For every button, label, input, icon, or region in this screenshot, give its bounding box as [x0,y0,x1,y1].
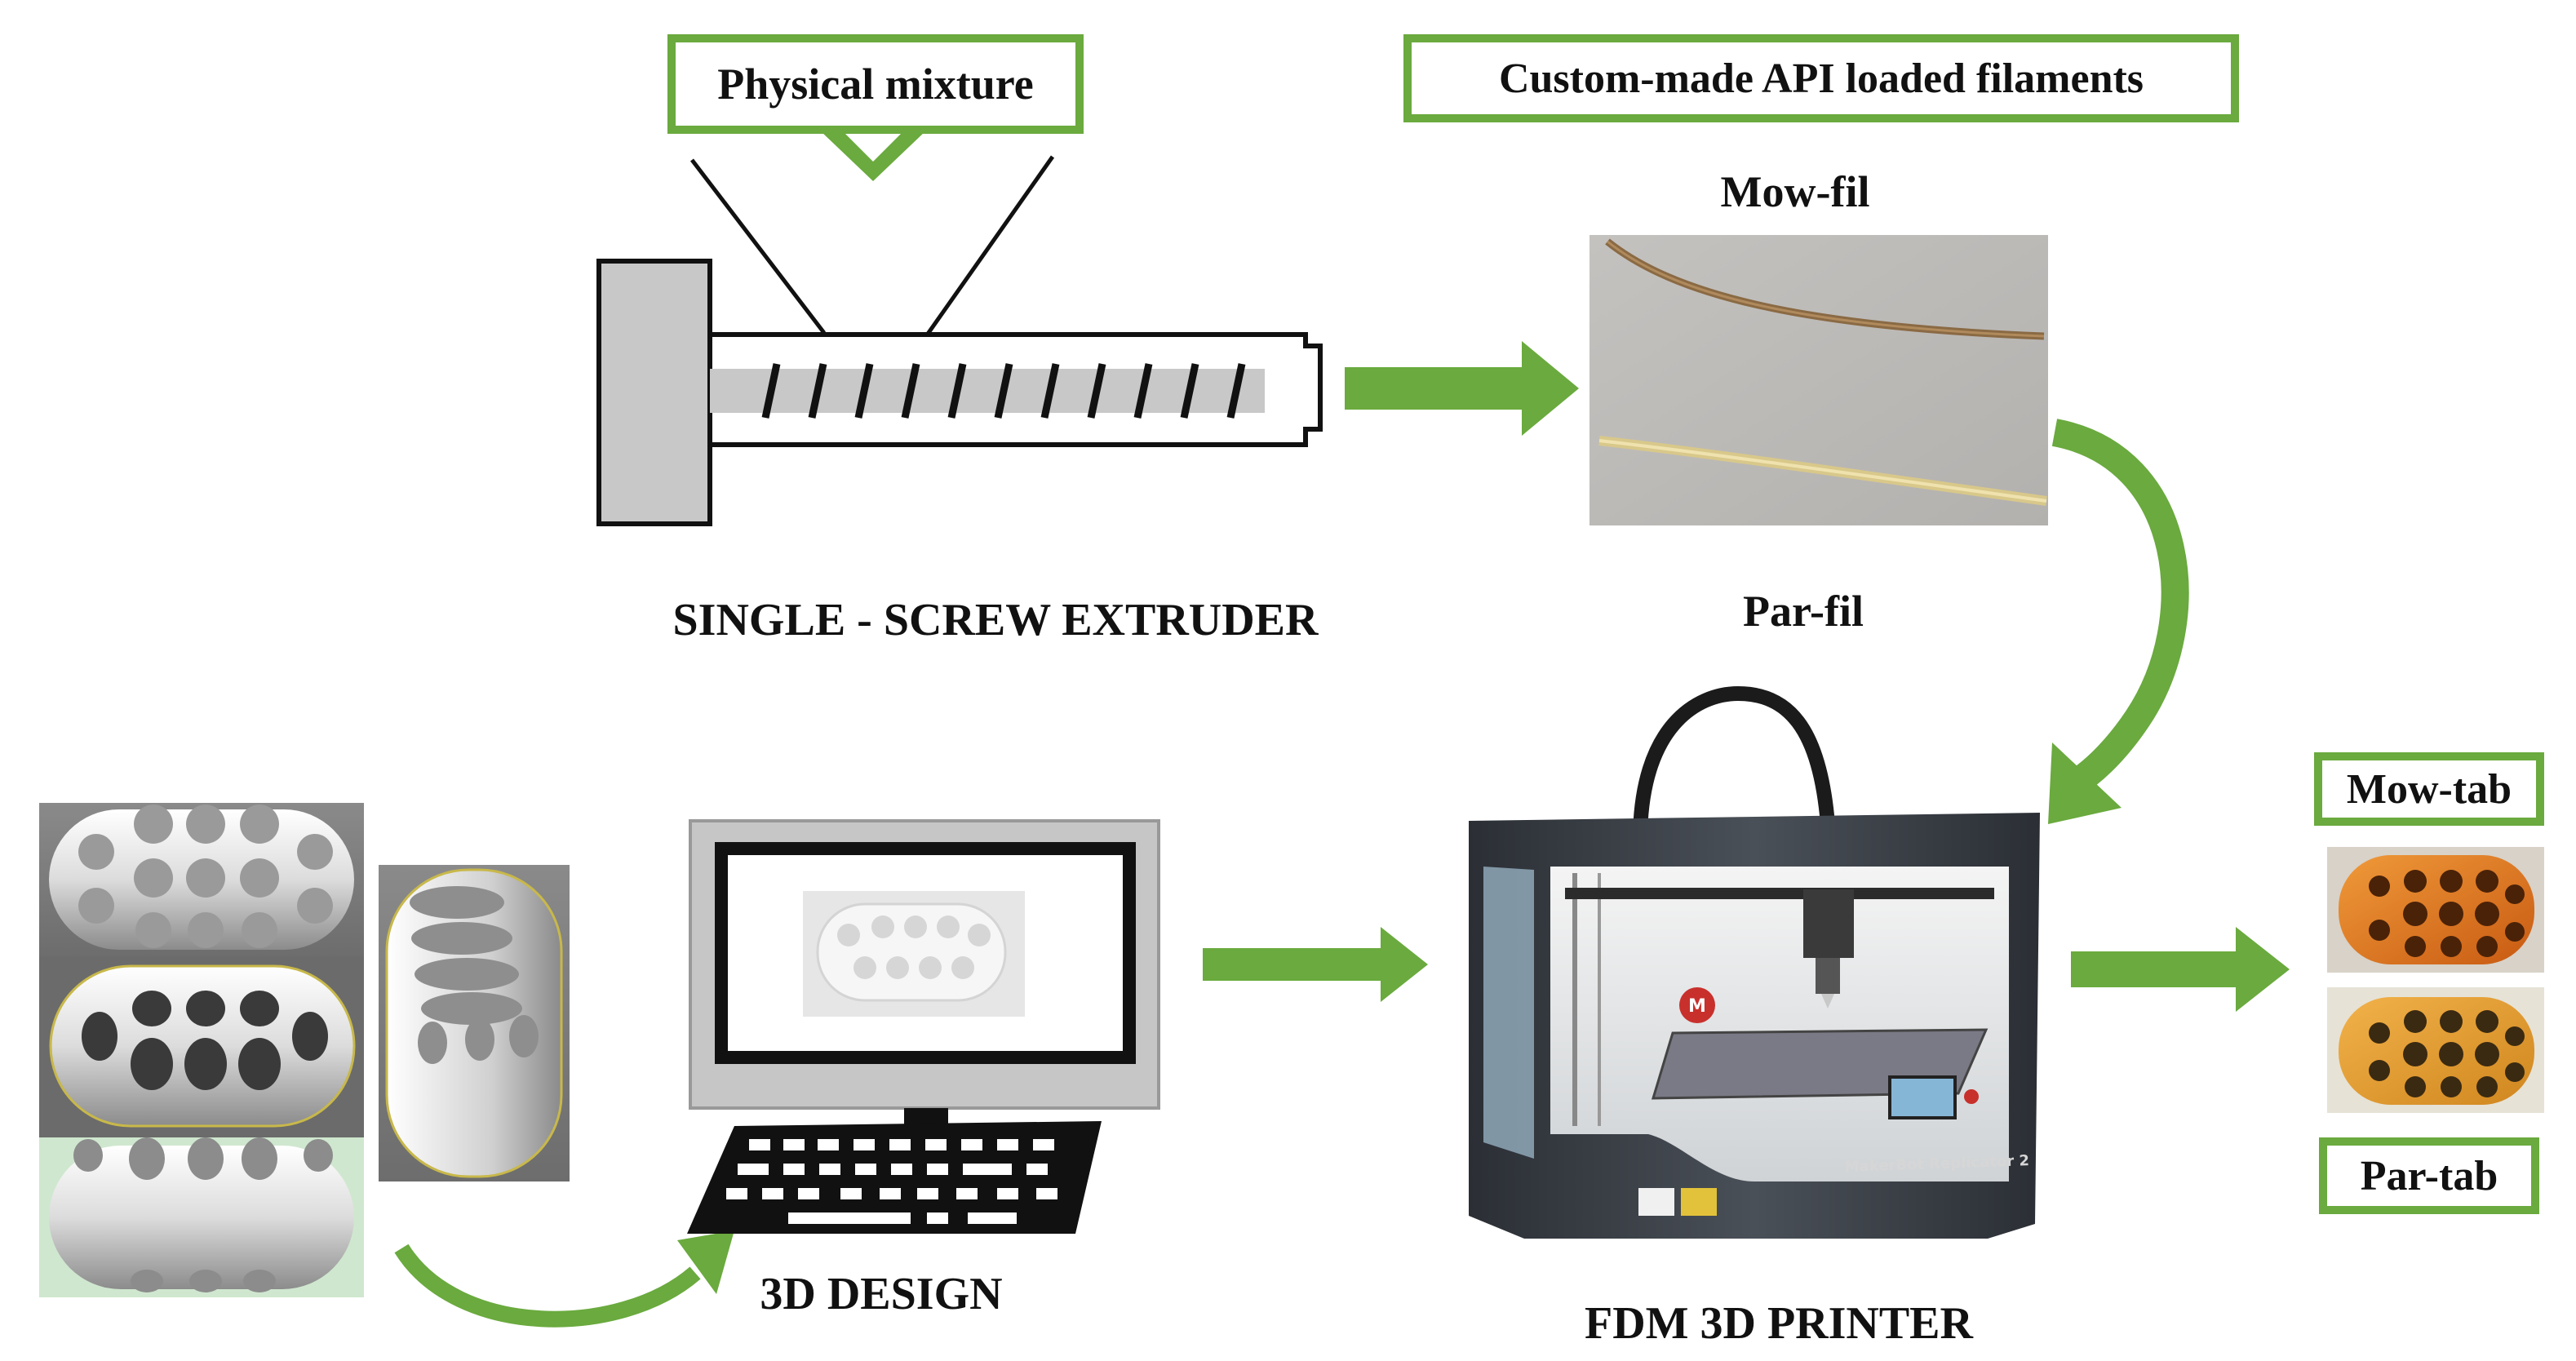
mow-tab-box: Mow-tab [2314,752,2544,826]
par-tab-label: Par-tab [2360,1152,2498,1199]
arrow-printer-to-tablets [2071,927,2290,1012]
hopper [690,155,1055,338]
mow-fil-label: Mow-fil [1720,167,1870,216]
extruder-label: SINGLE - SCREW EXTRUDER [672,595,1319,645]
arrow-filament-to-printer [2048,419,2189,824]
arrow-computer-to-printer [1203,927,1428,1002]
extruder-drawing [596,259,1323,526]
par-fil-label: Par-fil [1743,587,1864,636]
printer-drawing: M [1469,685,2040,1239]
svg-text:M: M [1688,996,1706,1017]
physical-mixture-label: Physical mixture [717,60,1034,109]
par-tab-box: Par-tab [2319,1137,2539,1214]
mow-tab-label: Mow-tab [2346,765,2512,813]
design-label: 3D DESIGN [760,1269,1003,1319]
computer-drawing [687,819,1160,1234]
mow-tab-photo [2327,847,2544,973]
physical-mixture-box: Physical mixture [667,34,1084,134]
filament-photo [1589,235,2048,525]
design-views [39,803,570,1297]
arrow-extruder-to-filament [1345,341,1579,436]
printer-label: FDM 3D PRINTER [1585,1298,1973,1349]
par-tab-photo [2327,987,2544,1113]
arrow-views-to-computer [394,1230,734,1328]
custom-filaments-label: Custom-made API loaded filaments [1498,55,2144,102]
custom-filaments-box: Custom-made API loaded filaments [1403,34,2239,122]
